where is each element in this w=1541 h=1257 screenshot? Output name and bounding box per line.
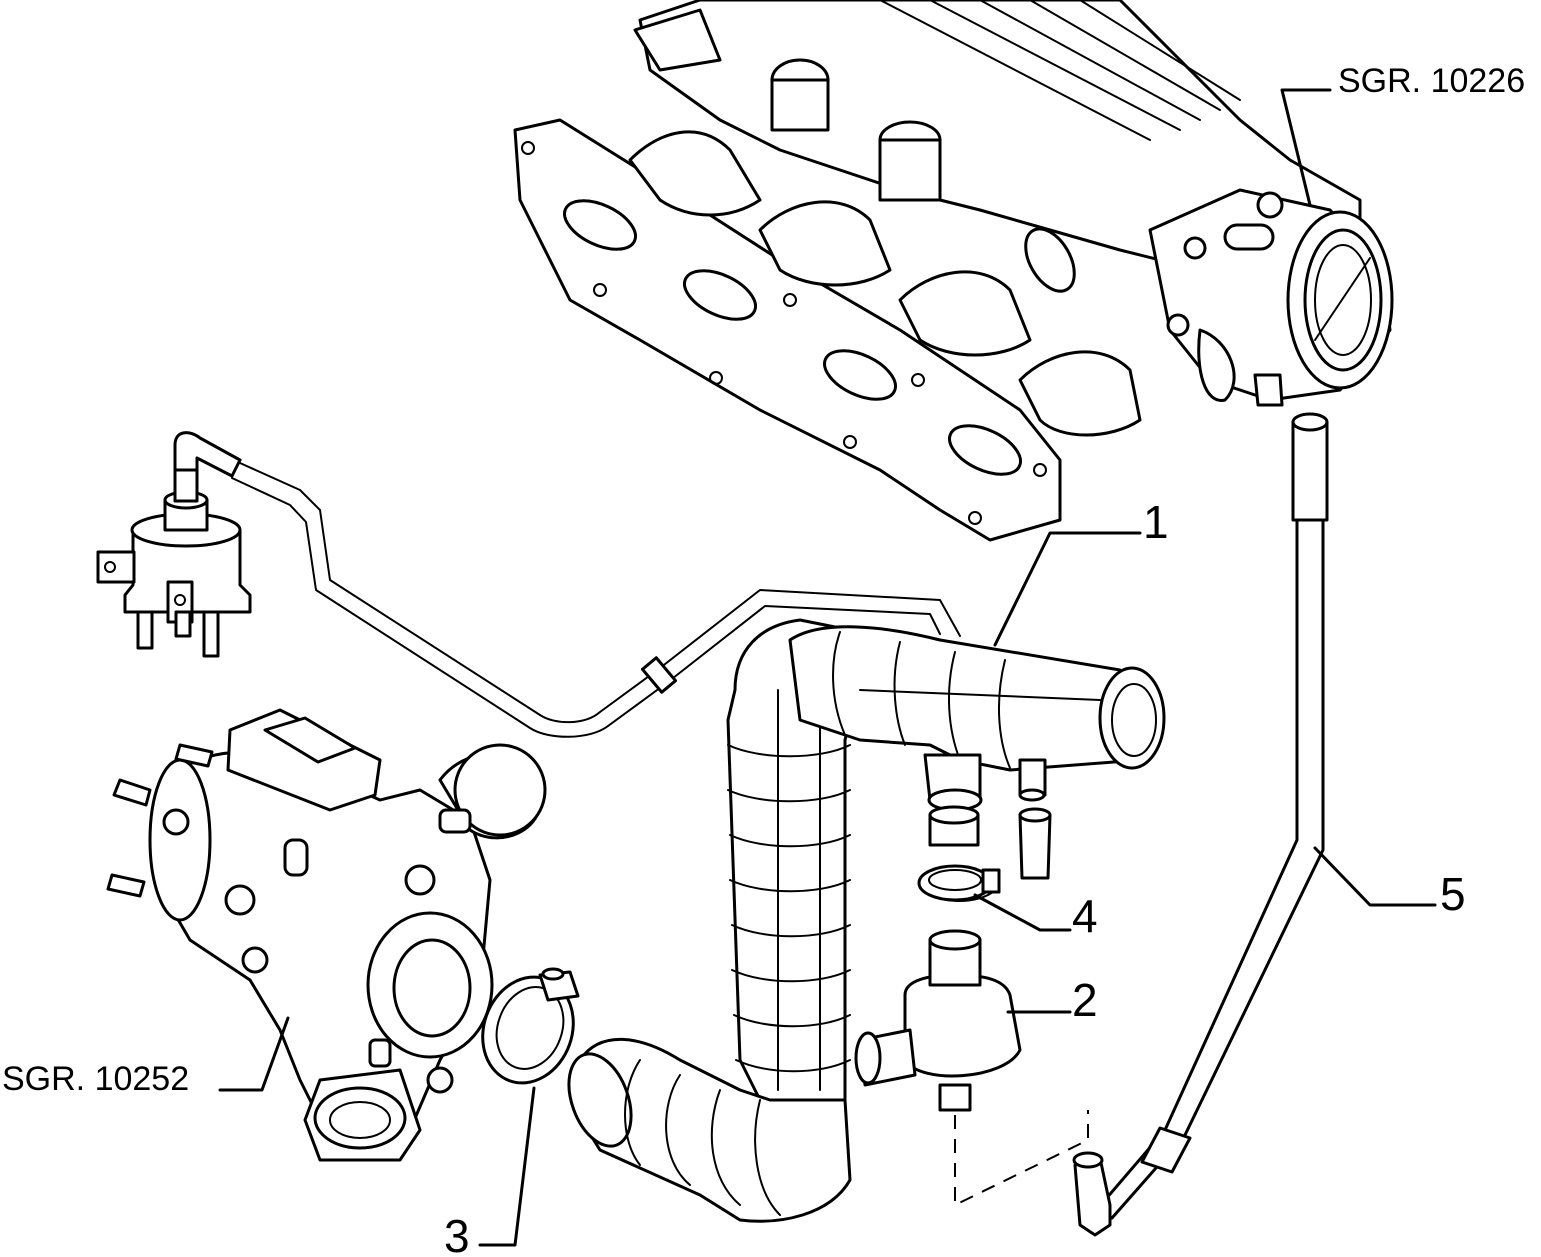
long-hose-part-5 xyxy=(1072,412,1329,1237)
leader-line-part-4 xyxy=(973,893,1072,932)
turbocharger xyxy=(106,708,547,1162)
leader-line-part-3 xyxy=(478,1086,536,1247)
small-hose-clamp-part-4 xyxy=(917,864,1001,902)
leader-line-turbocharger xyxy=(218,1016,290,1092)
valve-part-2 xyxy=(854,929,1022,1112)
callout-part-5: 5 xyxy=(1440,868,1466,920)
intake-hose-part-1 xyxy=(567,618,1166,1223)
vacuum-solenoid-valve xyxy=(96,431,252,658)
assembly-guide-line xyxy=(954,1110,1089,1207)
large-hose-clamp-part-3 xyxy=(481,967,580,1085)
callout-part-2: 2 xyxy=(1072,974,1098,1026)
reference-intake-manifold: SGR. 10226 xyxy=(1338,62,1525,100)
callout-part-1: 1 xyxy=(1143,496,1169,548)
leader-line-part-1 xyxy=(993,531,1142,647)
callout-part-3: 3 xyxy=(444,1210,470,1257)
vacuum-line-inner xyxy=(231,477,941,738)
leader-line-intake-manifold xyxy=(1280,88,1332,207)
vacuum-line-connector xyxy=(640,656,678,694)
intake-manifold xyxy=(513,0,1394,542)
reference-turbocharger: SGR. 10252 xyxy=(2,1060,189,1098)
callout-part-4: 4 xyxy=(1072,890,1098,942)
leader-line-part-5 xyxy=(1313,846,1437,907)
